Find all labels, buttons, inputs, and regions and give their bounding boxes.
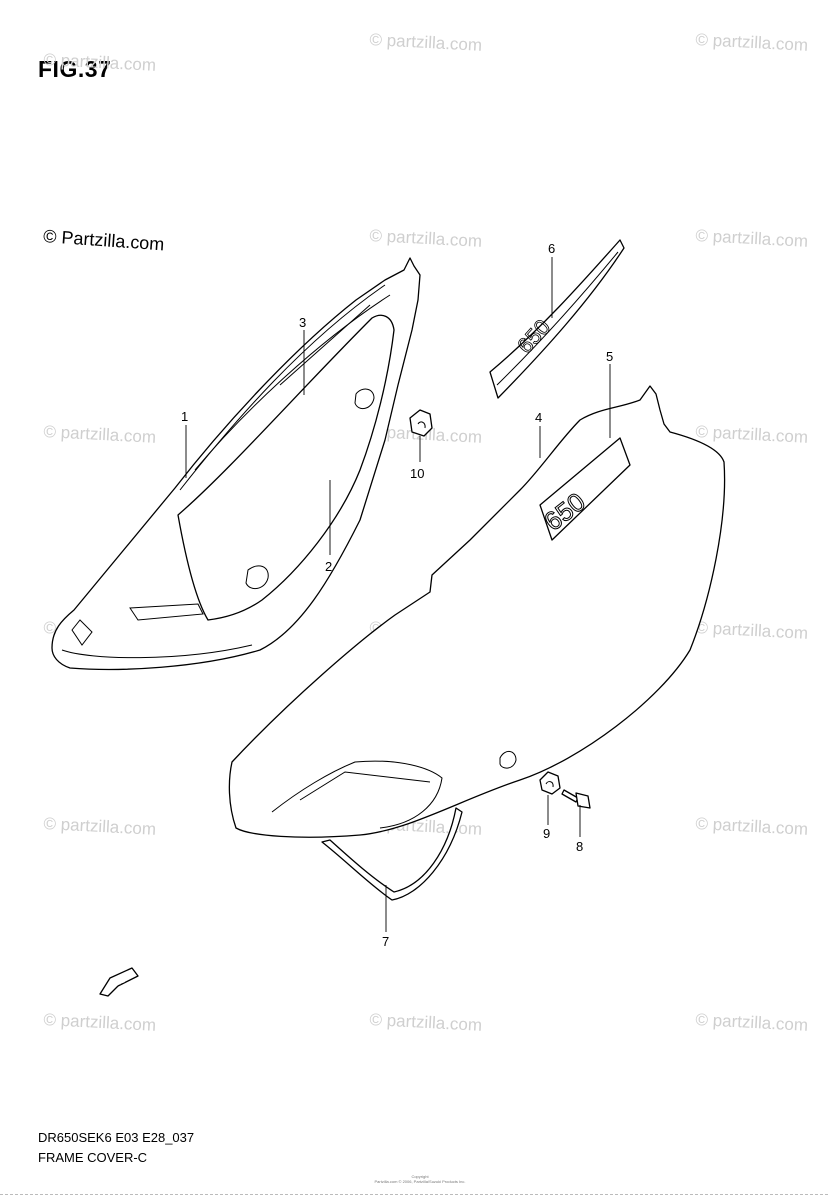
model-code: DR650SEK6 E03 E28_037 [38,1130,195,1145]
figure-title: FIG.37 [38,56,112,82]
part-6-decal[interactable]: 650 [489,239,625,399]
callout-7: 7 [382,934,389,949]
copyright-notice: Copyright Partzilla.com © 2006, Partzill… [340,1174,500,1184]
bottom-rule [0,1194,828,1195]
callout-10: 10 [410,466,424,481]
callout-8: 8 [576,839,583,854]
callout-4: 4 [535,410,542,425]
part-8-bolt[interactable] [561,789,591,809]
callout-9: 9 [543,826,550,841]
part-4-frame-cover-right[interactable] [228,385,726,838]
copyright-line-2: Partzilla.com © 2006, Partzilla/Suzuki P… [374,1179,466,1184]
callout-5: 5 [606,349,613,364]
part-10-nut[interactable] [409,409,433,437]
copyright-line-1: Copyright [411,1174,429,1179]
part-2-inner-panel[interactable] [177,314,395,621]
callout-1: 1 [181,409,188,424]
part-7-lower-guard[interactable] [321,807,463,901]
callout-6: 6 [548,241,555,256]
callout-2: 2 [325,559,332,574]
callout-3: 3 [299,315,306,330]
section-name: FRAME COVER-C [38,1150,148,1165]
part-3-strip[interactable] [279,304,371,386]
fwd-arrow: FWD [99,967,139,997]
part-9-washer[interactable] [539,771,561,795]
